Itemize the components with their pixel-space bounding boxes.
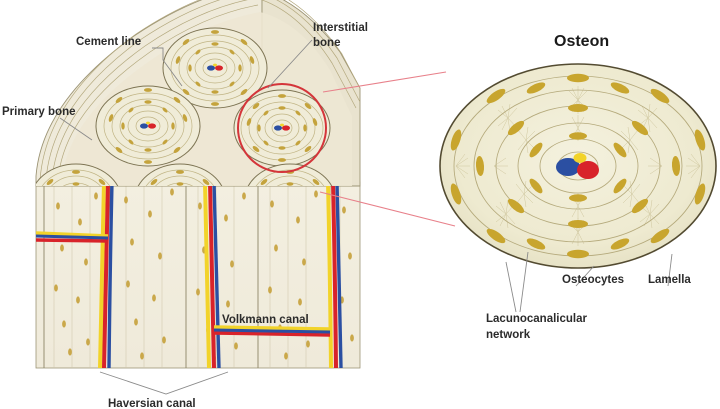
osteocyte bbox=[568, 220, 588, 228]
haversian-canal-2 bbox=[203, 186, 221, 368]
osteocyte bbox=[694, 183, 706, 205]
osteon-osteocytes bbox=[175, 30, 255, 106]
label-osteon-title: Osteon bbox=[554, 33, 609, 50]
haversian-canal-3 bbox=[326, 186, 343, 368]
leader-cement-line bbox=[152, 47, 183, 87]
label-haversian-canal: Haversian canal bbox=[108, 398, 196, 409]
osteocytes-group bbox=[450, 73, 706, 259]
haversian-canal-center bbox=[207, 63, 223, 71]
osteocyte bbox=[507, 120, 525, 136]
label-cement-line: Cement line bbox=[76, 36, 141, 48]
osteon-lamellae bbox=[170, 34, 260, 102]
leader-lamella bbox=[667, 253, 673, 287]
osteocyte bbox=[567, 73, 589, 83]
block-osteon-left bbox=[95, 85, 201, 167]
zoom-connector-top bbox=[322, 71, 447, 93]
osteon-lamellae bbox=[103, 92, 193, 160]
leader-lacuno-2 bbox=[519, 251, 529, 313]
label-lamella: Lamella bbox=[648, 274, 691, 286]
haversian-canal-center bbox=[140, 121, 156, 129]
osteocyte bbox=[631, 120, 649, 136]
osteocyte bbox=[613, 178, 627, 194]
label-lacunocanalicular-line2: network bbox=[486, 329, 531, 341]
osteon-osteocytes bbox=[46, 170, 106, 186]
osteocyte bbox=[450, 183, 462, 205]
osteocyte bbox=[450, 129, 462, 151]
leader-primary-bone bbox=[59, 117, 93, 141]
block-osteon-bottom-middle bbox=[133, 163, 227, 186]
leader-lines bbox=[59, 39, 673, 395]
osteon-interior bbox=[450, 73, 706, 259]
block-osteon-bottom-left bbox=[36, 163, 123, 186]
leader-haversian-canal bbox=[99, 371, 229, 395]
haversian-canal-center bbox=[274, 123, 290, 131]
osteocyte bbox=[610, 82, 630, 94]
nerve-yellow bbox=[573, 153, 587, 163]
osteon-osteocytes bbox=[150, 170, 210, 186]
bone-wedge-surface bbox=[35, 0, 361, 187]
osteocyte bbox=[613, 142, 627, 158]
osteocyte bbox=[529, 178, 543, 194]
label-lacunocanalicular-line1: Lacunocanalicular bbox=[486, 313, 588, 325]
volkmann-canal-1 bbox=[36, 231, 109, 243]
label-interstitial-bone-line2: bone bbox=[313, 37, 340, 49]
osteocyte bbox=[650, 88, 670, 104]
osteocyte bbox=[569, 132, 587, 140]
label-interstitial-bone-line1: Interstitial bbox=[313, 22, 368, 34]
wedge-contents bbox=[36, 0, 360, 186]
figure-labels: Cement line Interstitial bone Primary bo… bbox=[2, 22, 691, 409]
leader-lacuno-1 bbox=[505, 261, 517, 313]
magnification-connectors bbox=[237, 71, 456, 227]
osteocyte bbox=[486, 228, 506, 244]
osteon-boundary-cement-line bbox=[243, 163, 337, 186]
osteocyte bbox=[526, 82, 546, 94]
label-volkmann-canal: Volkmann canal bbox=[222, 314, 309, 326]
volkmann-canal-2 bbox=[213, 325, 331, 337]
shaft-vertical-lines bbox=[53, 186, 341, 368]
haversian-canal-1 bbox=[98, 186, 114, 368]
circumferential-lamellae bbox=[39, 0, 360, 181]
label-primary-bone: Primary bone bbox=[2, 106, 76, 118]
highlight-circle-osteon bbox=[237, 83, 327, 173]
osteon-detail-diagram bbox=[439, 63, 717, 269]
osteocyte bbox=[529, 142, 543, 158]
zoom-connector-bottom bbox=[319, 191, 456, 227]
osteocyte bbox=[650, 228, 670, 244]
osteon-boundary-cement-line bbox=[133, 163, 227, 186]
haversian-canals-longitudinal bbox=[36, 186, 343, 368]
label-osteocytes: Osteocytes bbox=[562, 274, 624, 286]
osteon-osteocytes bbox=[246, 94, 318, 162]
artery-red bbox=[577, 161, 599, 179]
bone-shaft-section bbox=[35, 181, 361, 369]
bone-block-diagram bbox=[35, 0, 361, 369]
osteocyte bbox=[631, 198, 649, 214]
osteocyte bbox=[610, 238, 630, 250]
block-osteon-highlighted bbox=[233, 89, 331, 167]
leader-interstitial-bone bbox=[267, 39, 313, 89]
osteocyte bbox=[568, 104, 588, 112]
osteocyte bbox=[475, 156, 485, 176]
central-haversian-canal bbox=[556, 153, 599, 179]
block-osteon-top-middle bbox=[162, 27, 268, 109]
vein-blue bbox=[556, 158, 580, 176]
osteocyte bbox=[694, 129, 706, 151]
osteocyte bbox=[507, 198, 525, 214]
osteon-osteocytes bbox=[108, 88, 188, 164]
osteocyte bbox=[671, 156, 681, 176]
osteocyte bbox=[486, 88, 506, 104]
osteocyte bbox=[567, 249, 589, 259]
osteocyte bbox=[569, 194, 587, 202]
leader-osteocytes bbox=[575, 265, 595, 287]
osteon-boundary-cement-line bbox=[36, 163, 123, 186]
osteocyte bbox=[526, 238, 546, 250]
